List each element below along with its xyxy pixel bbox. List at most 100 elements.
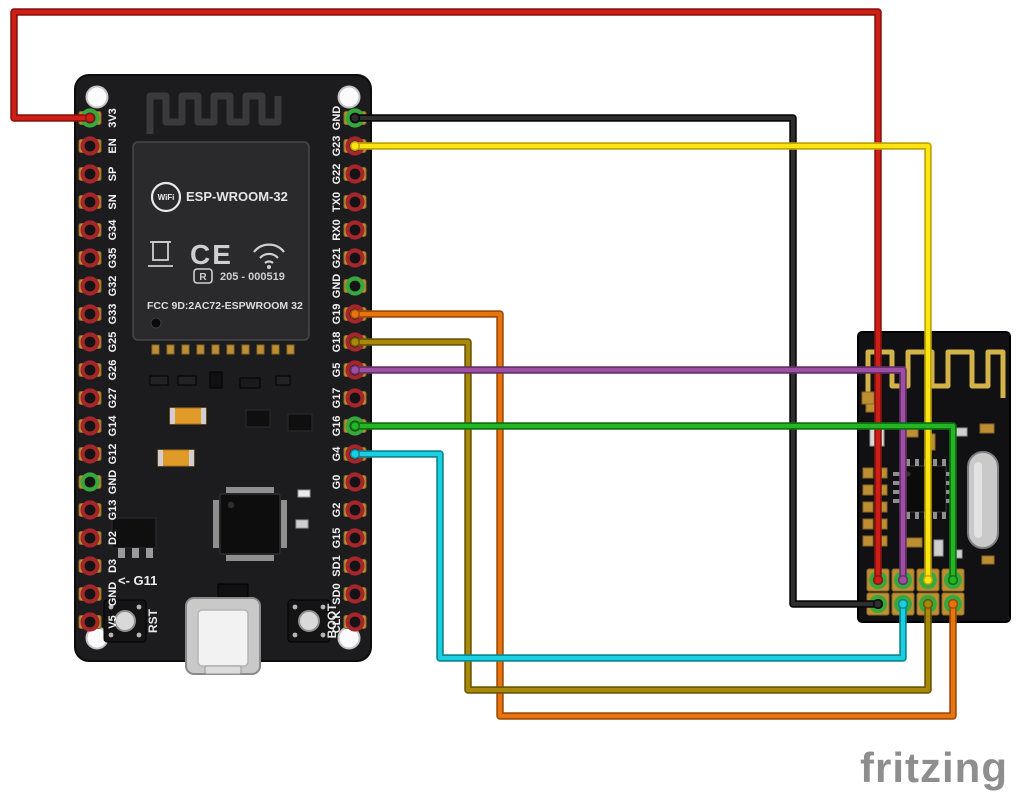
esp32-shield [132, 141, 310, 341]
esp32-pin-gnd-r[interactable] [345, 276, 365, 296]
esp32-pin-label: GND [107, 582, 119, 607]
esp32-pin-label: RX0 [331, 219, 343, 240]
wire-core [353, 116, 880, 606]
wire-end[interactable] [349, 112, 361, 124]
esp32-pin-label: D3 [107, 559, 119, 573]
esp32-pin-label: G27 [107, 388, 119, 409]
esp32-shield-pads [151, 344, 295, 355]
wire-end[interactable] [922, 574, 934, 586]
rst-label: RST [146, 608, 160, 633]
esp32-pin-label: G2 [331, 503, 343, 518]
wire-orange[interactable] [349, 308, 959, 720]
esp32-pin-g2-r[interactable] [345, 500, 365, 520]
ic-pin [942, 459, 946, 466]
wire-end[interactable] [349, 420, 361, 432]
wire-dark-yellow[interactable] [349, 336, 934, 694]
wire-end[interactable] [349, 448, 361, 460]
esp32-pin-label: V5 [107, 615, 119, 628]
esp32-pin-g25-l[interactable] [80, 332, 100, 352]
esp32-pin-g21-r[interactable] [345, 248, 365, 268]
esp32-pin-g34-l[interactable] [80, 220, 100, 240]
esp32-pin-label: SP [107, 167, 119, 182]
esp32-pin-g22-r[interactable] [345, 164, 365, 184]
nrf-pad [862, 518, 874, 530]
esp32-pin-clk-r[interactable] [345, 612, 365, 632]
esp32-pin-label: G33 [107, 304, 119, 325]
castellated-pad [166, 344, 175, 355]
crystal-oscillator [967, 451, 999, 549]
esp32-pin-tx0-r[interactable] [345, 192, 365, 212]
rst-button[interactable] [103, 599, 147, 643]
nrf-pad [862, 484, 874, 496]
esp32-pin-gnd-l[interactable] [80, 472, 100, 492]
esp32-pin-g35-l[interactable] [80, 248, 100, 268]
wire-purple[interactable] [349, 364, 909, 586]
wire-core [353, 424, 955, 582]
ic-pin [915, 512, 919, 519]
esp32-pin-g15-r[interactable] [345, 528, 365, 548]
esp32-pin-g17-r[interactable] [345, 388, 365, 408]
wifi-arcs-icon [253, 243, 285, 269]
wire-red[interactable] [10, 8, 884, 586]
wire-end[interactable] [872, 598, 884, 610]
esp32-pin-g12-l[interactable] [80, 444, 100, 464]
wires-layer [10, 8, 959, 720]
esp32-pin-label: G17 [331, 388, 343, 409]
esp32-pin-g14-l[interactable] [80, 416, 100, 436]
esp32-board[interactable]: c WiFi ESP-WROOM-32 CE R 205 - 000519 FC [74, 74, 372, 675]
castellated-pad [196, 344, 205, 355]
esp32-pin-g13-l[interactable] [80, 500, 100, 520]
ic-pin [906, 459, 910, 466]
wire-end[interactable] [84, 112, 96, 124]
castellated-pad [226, 344, 235, 355]
esp32-pin-v5-l[interactable] [80, 612, 100, 632]
boot-button[interactable] [287, 599, 331, 643]
wire-cyan[interactable] [349, 448, 909, 662]
esp32-pin-g26-l[interactable] [80, 360, 100, 380]
nrf-pad [862, 467, 874, 479]
esp32-pin-rx0-r[interactable] [345, 220, 365, 240]
wire-green[interactable] [349, 420, 959, 586]
wire-end[interactable] [349, 336, 361, 348]
wire-black[interactable] [349, 112, 884, 610]
esp32-pin-column-left: 3V3ENSPSNG34G35G32G33G25G26G27G14G12GNDG… [78, 108, 119, 632]
wire-end[interactable] [897, 598, 909, 610]
ic-pin [942, 512, 946, 519]
led [297, 489, 311, 498]
ic-pin [933, 459, 937, 466]
ic-pin [893, 472, 900, 476]
wire-end[interactable] [349, 140, 361, 152]
mounting-hole [337, 85, 361, 109]
esp32-pin-en-l[interactable] [80, 136, 100, 156]
esp32-pin-label: G34 [107, 219, 119, 241]
silkscreen-dot [150, 317, 162, 329]
wire-end[interactable] [922, 598, 934, 610]
wire-end[interactable] [897, 574, 909, 586]
castellated-pad [271, 344, 280, 355]
esp32-pin-g0-r[interactable] [345, 472, 365, 492]
esp32-pin-sd0-r[interactable] [345, 584, 365, 604]
wire-end[interactable] [947, 598, 959, 610]
esp32-pin-sp-l[interactable] [80, 164, 100, 184]
esp32-pin-gnd-l[interactable] [80, 584, 100, 604]
wire-end[interactable] [872, 574, 884, 586]
esp32-pin-label: GND [331, 274, 343, 299]
ic-pin [933, 512, 937, 519]
esp32-pin-sn-l[interactable] [80, 192, 100, 212]
wire-end[interactable] [947, 574, 959, 586]
esp32-pin-label: G18 [331, 332, 343, 353]
wire-end[interactable] [349, 364, 361, 376]
esp32-pin-sd1-r[interactable] [345, 556, 365, 576]
wire-outline [351, 114, 882, 608]
wire-yellow[interactable] [349, 140, 934, 586]
esp32-pin-label: G25 [107, 332, 119, 353]
registration-mark: R 205 - 000519 [193, 268, 285, 284]
esp32-pin-g32-l[interactable] [80, 276, 100, 296]
esp32-pin-d3-l[interactable] [80, 556, 100, 576]
esp32-pin-d2-l[interactable] [80, 528, 100, 548]
esp32-pin-label: G5 [331, 363, 343, 378]
esp32-pin-g27-l[interactable] [80, 388, 100, 408]
wire-end[interactable] [349, 308, 361, 320]
esp32-pin-label: SD0 [331, 583, 343, 604]
esp32-pin-g33-l[interactable] [80, 304, 100, 324]
